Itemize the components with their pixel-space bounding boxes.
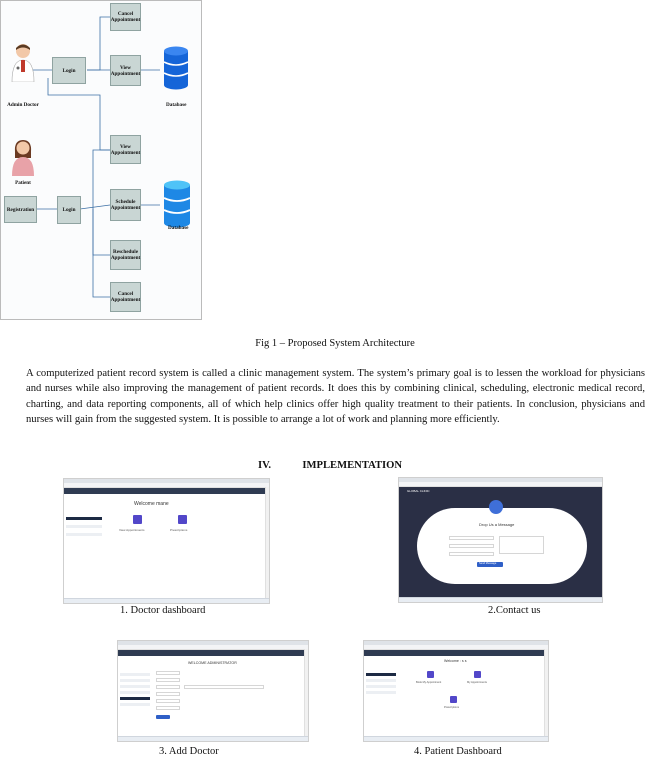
prescriptions-icon bbox=[450, 696, 457, 703]
view-appointment-node-mid: View Appointment bbox=[110, 135, 141, 164]
add-doctor-screenshot: WELCOME ADMINISTRATOR bbox=[117, 640, 309, 742]
caption-patient-dashboard: 4. Patient Dashboard bbox=[414, 746, 502, 757]
appointments-icon bbox=[133, 515, 142, 524]
patient-welcome: Welcome : s s bbox=[444, 659, 467, 663]
book-appointment-icon bbox=[427, 671, 434, 678]
database-label-bottom: Database bbox=[168, 225, 189, 231]
message-field[interactable] bbox=[499, 536, 544, 554]
contact-heading: Drop Us a Message bbox=[479, 522, 515, 527]
prescriptions-icon bbox=[178, 515, 187, 524]
doctor-dashboard-screenshot: Welcome mane View Appointments Prescript… bbox=[63, 478, 270, 604]
brand-label: GLOBAL CLINIC bbox=[407, 489, 430, 493]
figure-caption: Fig 1 – Proposed System Architecture bbox=[255, 338, 415, 349]
doctor-login-node: Login bbox=[52, 57, 86, 84]
registration-node: Registration bbox=[4, 196, 37, 223]
reschedule-appointment-node: Reschedule Appointment bbox=[110, 240, 141, 270]
add-doctor-button[interactable] bbox=[156, 715, 170, 719]
rocket-icon bbox=[489, 500, 503, 514]
my-appointments-card[interactable]: My Appointments bbox=[467, 681, 487, 684]
admin-doctor-label: Admin Doctor bbox=[7, 102, 39, 108]
database-icon-top bbox=[163, 46, 189, 90]
prescriptions-card[interactable]: Prescriptions bbox=[444, 706, 459, 709]
body-paragraph: A computerized patient record system is … bbox=[26, 368, 645, 426]
cancel-appointment-node-bottom: Cancel Appointment bbox=[110, 282, 141, 312]
patient-login-node: Login bbox=[57, 196, 81, 224]
patient-icon bbox=[10, 138, 36, 176]
database-label-top: Database bbox=[166, 102, 187, 108]
name-field[interactable] bbox=[449, 536, 494, 540]
specialization-select[interactable] bbox=[184, 685, 264, 689]
cancel-appointment-node-top: Cancel Appointment bbox=[110, 3, 141, 31]
section-title: IMPLEMENTATION bbox=[302, 460, 403, 471]
caption-doctor-dashboard: 1. Doctor dashboard bbox=[120, 605, 206, 616]
prescriptions-card[interactable]: Prescriptions bbox=[170, 528, 188, 532]
my-appointments-icon bbox=[474, 671, 481, 678]
view-appointments-card[interactable]: View Appointments bbox=[119, 528, 145, 532]
architecture-figure: Admin Doctor Patient Cancel Appointment … bbox=[0, 0, 202, 320]
schedule-appointment-node: Schedule Appointment bbox=[110, 189, 141, 221]
book-appointment-card[interactable]: Book My Appointment bbox=[416, 681, 442, 684]
admin-heading: WELCOME ADMINISTRATOR bbox=[188, 661, 237, 665]
caption-add-doctor: 3. Add Doctor bbox=[159, 746, 219, 757]
contact-us-screenshot: GLOBAL CLINIC Drop Us a Message Send Mes… bbox=[398, 477, 603, 603]
section-number: IV. bbox=[258, 460, 272, 471]
view-appointment-node-top: View Appointment bbox=[110, 55, 141, 86]
welcome-heading: Welcome mane bbox=[134, 501, 169, 507]
patient-label: Patient bbox=[15, 180, 31, 186]
connector-lines bbox=[32, 16, 160, 298]
app-navbar bbox=[64, 488, 269, 494]
section-heading: IV. IMPLEMENTATION bbox=[258, 460, 402, 471]
admin-doctor-icon bbox=[10, 42, 36, 83]
caption-contact-us: 2.Contact us bbox=[488, 605, 541, 616]
send-message-button[interactable] bbox=[477, 562, 503, 567]
email-field[interactable] bbox=[449, 544, 494, 548]
phone-field[interactable] bbox=[449, 552, 494, 556]
patient-dashboard-screenshot: Welcome : s s Book My Appointment My App… bbox=[363, 640, 549, 742]
database-icon-bottom bbox=[163, 180, 191, 228]
